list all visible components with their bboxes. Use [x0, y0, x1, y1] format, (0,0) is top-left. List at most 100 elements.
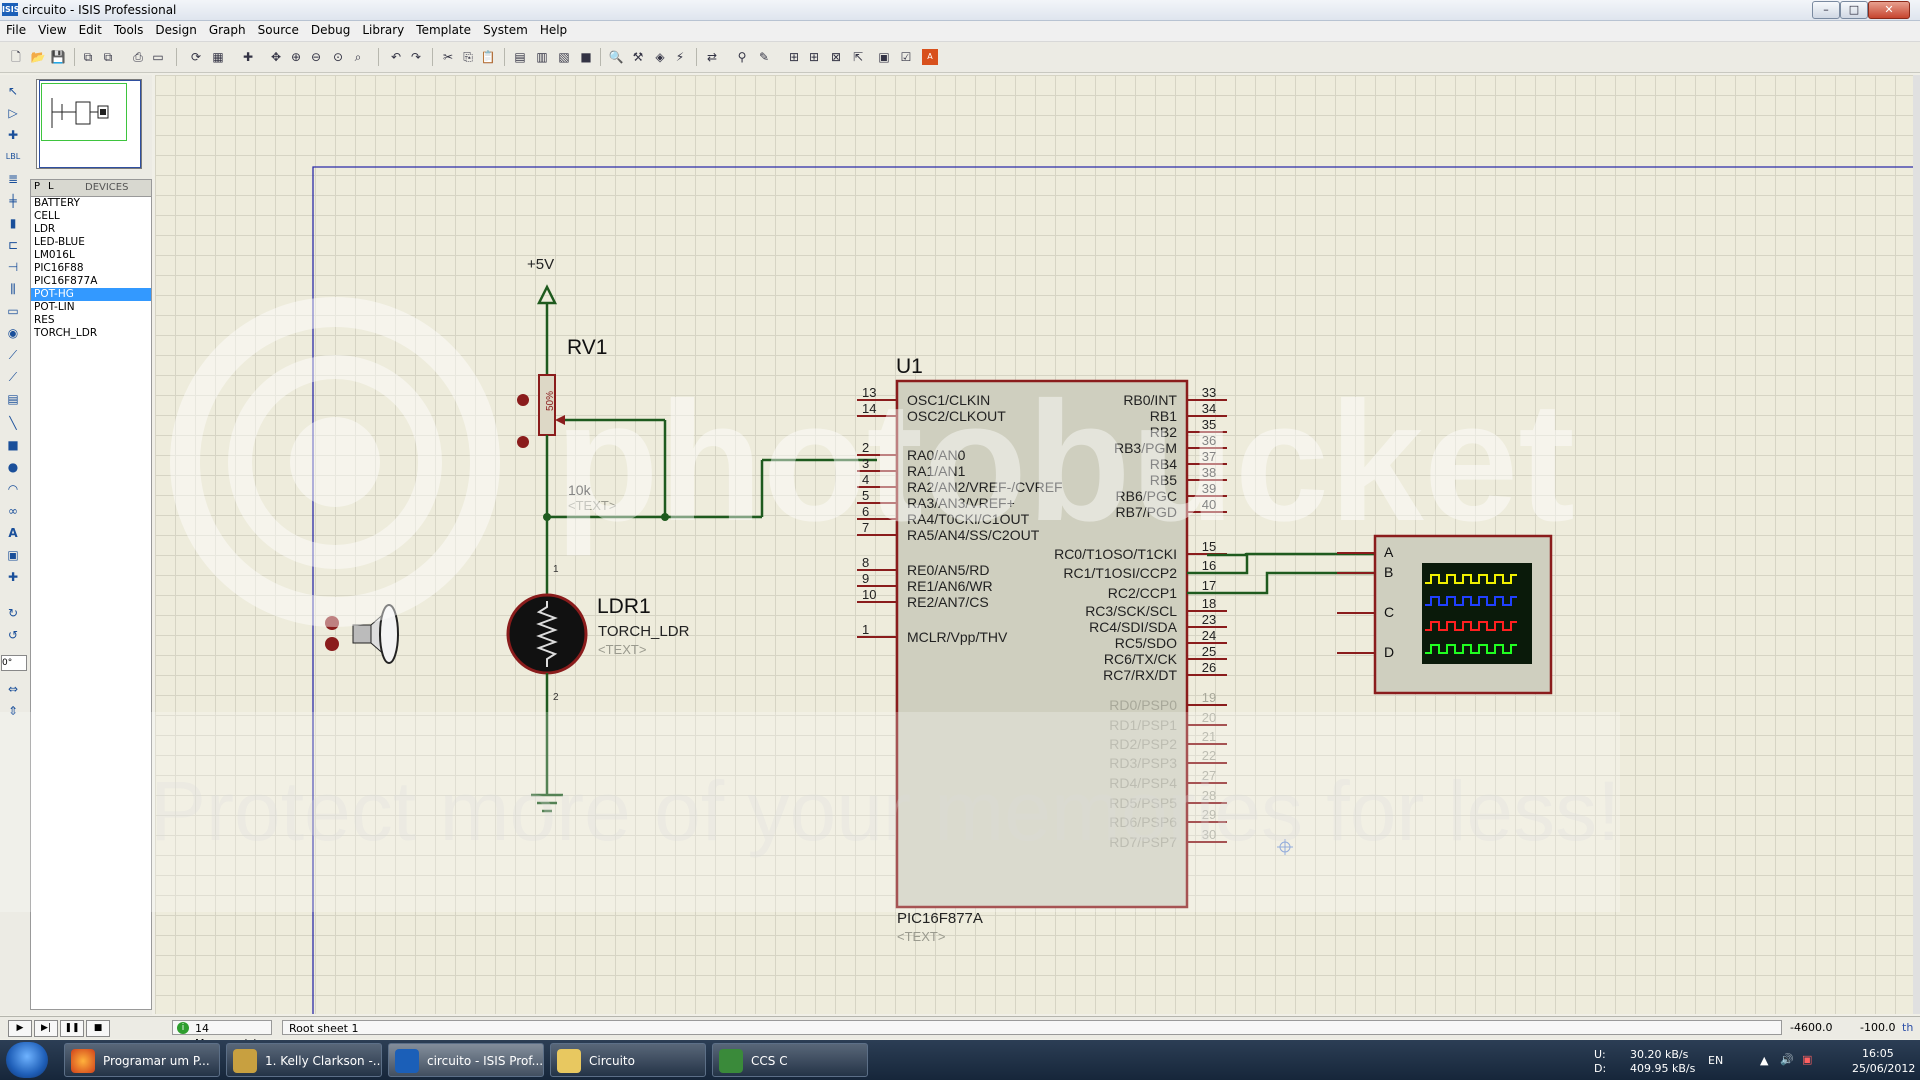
redo-icon[interactable]: ↷	[410, 50, 422, 64]
text-tool-icon[interactable]: A	[8, 526, 18, 540]
library-manager-tab[interactable]: L	[48, 181, 54, 192]
menu-help[interactable]: Help	[539, 23, 568, 37]
tape-recorder-icon[interactable]: ▭	[7, 304, 19, 318]
ground-terminal[interactable]	[531, 793, 563, 813]
decompose-icon[interactable]: ⚡	[675, 50, 685, 64]
maximize-button[interactable]: □	[1840, 1, 1868, 19]
list-item[interactable]: POT-LIN	[34, 301, 75, 313]
zoom-all-icon[interactable]: ⊙	[332, 50, 344, 64]
origin-icon[interactable]: ✚	[242, 50, 254, 64]
task-winamp[interactable]: 1. Kelly Clarkson -...	[226, 1043, 382, 1077]
search-tag-icon[interactable]: ⚲	[737, 50, 747, 64]
menu-view[interactable]: View	[38, 23, 67, 37]
task-ccs-c[interactable]: CCS C	[712, 1043, 868, 1077]
ldr-ldr1[interactable]: 1 2 LDR1 TORCH_LDR <TEXT>	[506, 517, 690, 795]
menu-source[interactable]: Source	[257, 23, 299, 37]
language-indicator[interactable]: EN	[1708, 1054, 1724, 1067]
torch-off-button[interactable]	[325, 637, 339, 651]
block-rotate-icon[interactable]: ▧	[558, 50, 570, 64]
start-button[interactable]	[6, 1042, 48, 1078]
zoom-out-icon[interactable]: ⊖	[310, 50, 322, 64]
terminals-icon[interactable]: ⊏	[7, 238, 19, 252]
electrical-check-icon[interactable]: ☑	[900, 50, 912, 64]
virtual-instruments-icon[interactable]: ▤	[7, 392, 19, 406]
task-explorer[interactable]: Circuito	[550, 1043, 706, 1077]
task-firefox[interactable]: Programar um P...	[64, 1043, 220, 1077]
zoom-in-icon[interactable]: ⊕	[290, 50, 302, 64]
block-move-icon[interactable]: ▥	[536, 50, 548, 64]
list-item-selected[interactable]: POT-HG	[31, 288, 151, 301]
grid-icon[interactable]: ▦	[212, 50, 224, 64]
box-tool-icon[interactable]: ■	[7, 438, 19, 452]
rotation-angle-field[interactable]: 0°	[1, 655, 27, 671]
minimize-button[interactable]: –	[1812, 1, 1840, 19]
exit-parent-icon[interactable]: ⇱	[852, 50, 864, 64]
undo-icon[interactable]: ↶	[390, 50, 402, 64]
rotate-anticlockwise-icon[interactable]: ↺	[7, 628, 19, 642]
list-item[interactable]: LDR	[34, 223, 56, 235]
list-item[interactable]: BATTERY	[34, 197, 80, 209]
print-icon[interactable]: ⎙	[133, 50, 143, 64]
package-tool-icon[interactable]: ◈	[655, 50, 665, 64]
make-device-icon[interactable]: ⚒	[632, 50, 644, 64]
rotate-clockwise-icon[interactable]: ↻	[7, 606, 19, 620]
import-icon[interactable]: ⧉	[83, 50, 93, 64]
list-item[interactable]: LM016L	[34, 249, 75, 261]
device-pins-icon[interactable]: ⊣	[7, 260, 19, 274]
close-button[interactable]: ✕	[1868, 1, 1910, 19]
network-icon[interactable]: ▣	[1802, 1053, 1813, 1066]
path-tool-icon[interactable]: ∞	[8, 504, 18, 518]
list-item[interactable]: PIC16F88	[34, 262, 84, 274]
stop-icon[interactable]: ■	[86, 1020, 110, 1037]
play-icon[interactable]: ▶	[8, 1020, 32, 1037]
text-script-icon[interactable]: ≣	[7, 172, 19, 186]
voltage-probe-icon[interactable]: ⟋	[8, 348, 18, 362]
device-list[interactable]: BATTERY CELL LDR LED-BLUE LM016L PIC16F8…	[30, 196, 152, 1010]
paste-icon[interactable]: 📋	[480, 50, 496, 64]
arc-tool-icon[interactable]: ◠	[7, 482, 19, 496]
torch-on-button[interactable]	[325, 616, 339, 630]
pan-icon[interactable]: ✥	[270, 50, 282, 64]
selection-mode-icon[interactable]: ↖	[7, 84, 19, 98]
pick-devices-tab[interactable]: P	[34, 181, 41, 192]
volume-icon[interactable]: 🔊	[1780, 1053, 1794, 1066]
show-hidden-icons[interactable]: ▲	[1760, 1054, 1769, 1067]
menu-system[interactable]: System	[483, 23, 528, 37]
block-delete-icon[interactable]: ■	[580, 50, 592, 64]
refresh-icon[interactable]: ⟳	[190, 50, 202, 64]
new-sheet-icon[interactable]: ⊞	[788, 50, 800, 64]
potentiometer-rv1[interactable]: 50% RV1 10k <TEXT>	[517, 336, 667, 517]
oscilloscope[interactable]: A B C D	[1337, 534, 1553, 695]
pause-icon[interactable]: ❚❚	[60, 1020, 84, 1037]
junction-dot-icon[interactable]: ✚	[7, 128, 19, 142]
clock-time[interactable]: 16:05	[1862, 1047, 1894, 1060]
menu-library[interactable]: Library	[362, 23, 405, 37]
remove-sheet-icon[interactable]: ⊠	[830, 50, 842, 64]
symbol-tool-icon[interactable]: ▣	[7, 548, 19, 562]
menu-debug[interactable]: Debug	[310, 23, 351, 37]
list-item[interactable]: CELL	[34, 210, 60, 222]
